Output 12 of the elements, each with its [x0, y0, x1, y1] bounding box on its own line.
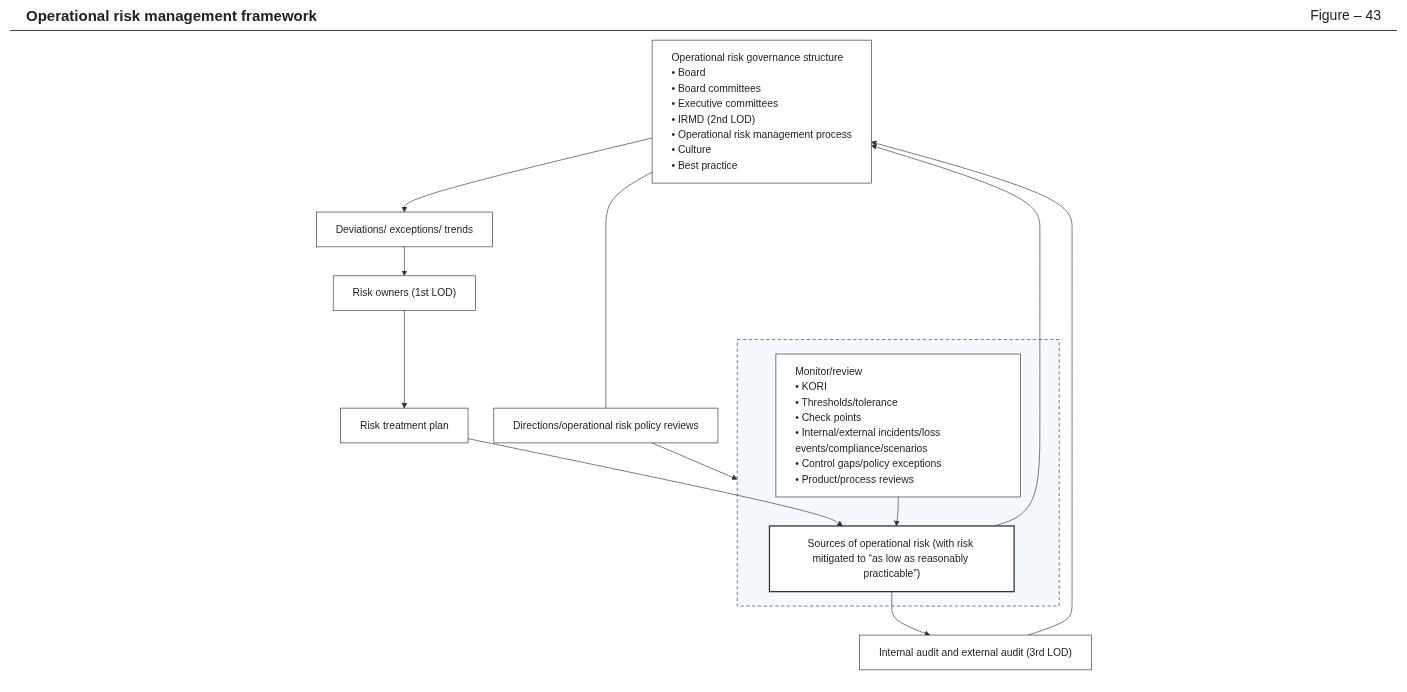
cluster [736, 339, 1060, 607]
node-box: Deviations/ exceptions/ trends [315, 211, 493, 248]
node-box: Risk owners (1st LOD) [332, 275, 476, 311]
node-box: Internal audit and external audit (3rd LOD) [859, 634, 1092, 671]
node-box: Monitor/review • KORI • Thresholds/tolerance • Check points • Internal/external incidents/loss events/compliance/scenarios • Control gaps/policy exceptions • Product/process reviews [775, 353, 1021, 498]
node-box: Operational risk governance structure • Board • Board committees • Executive committees • IRMD (2nd LOD) • Operational risk management process • Culture • Best practice [651, 39, 872, 184]
node-box: Directions/operational risk policy reviews [493, 407, 718, 444]
node-box: Risk treatment plan [340, 407, 469, 444]
figure-number: Figure – 43 [1310, 7, 1381, 23]
diagram-title: Operational risk management framework [26, 6, 317, 24]
node-box: Sources of operational risk (with risk mitigated to “as low as reasonably practicable”) [768, 525, 1015, 593]
connector [605, 171, 653, 409]
